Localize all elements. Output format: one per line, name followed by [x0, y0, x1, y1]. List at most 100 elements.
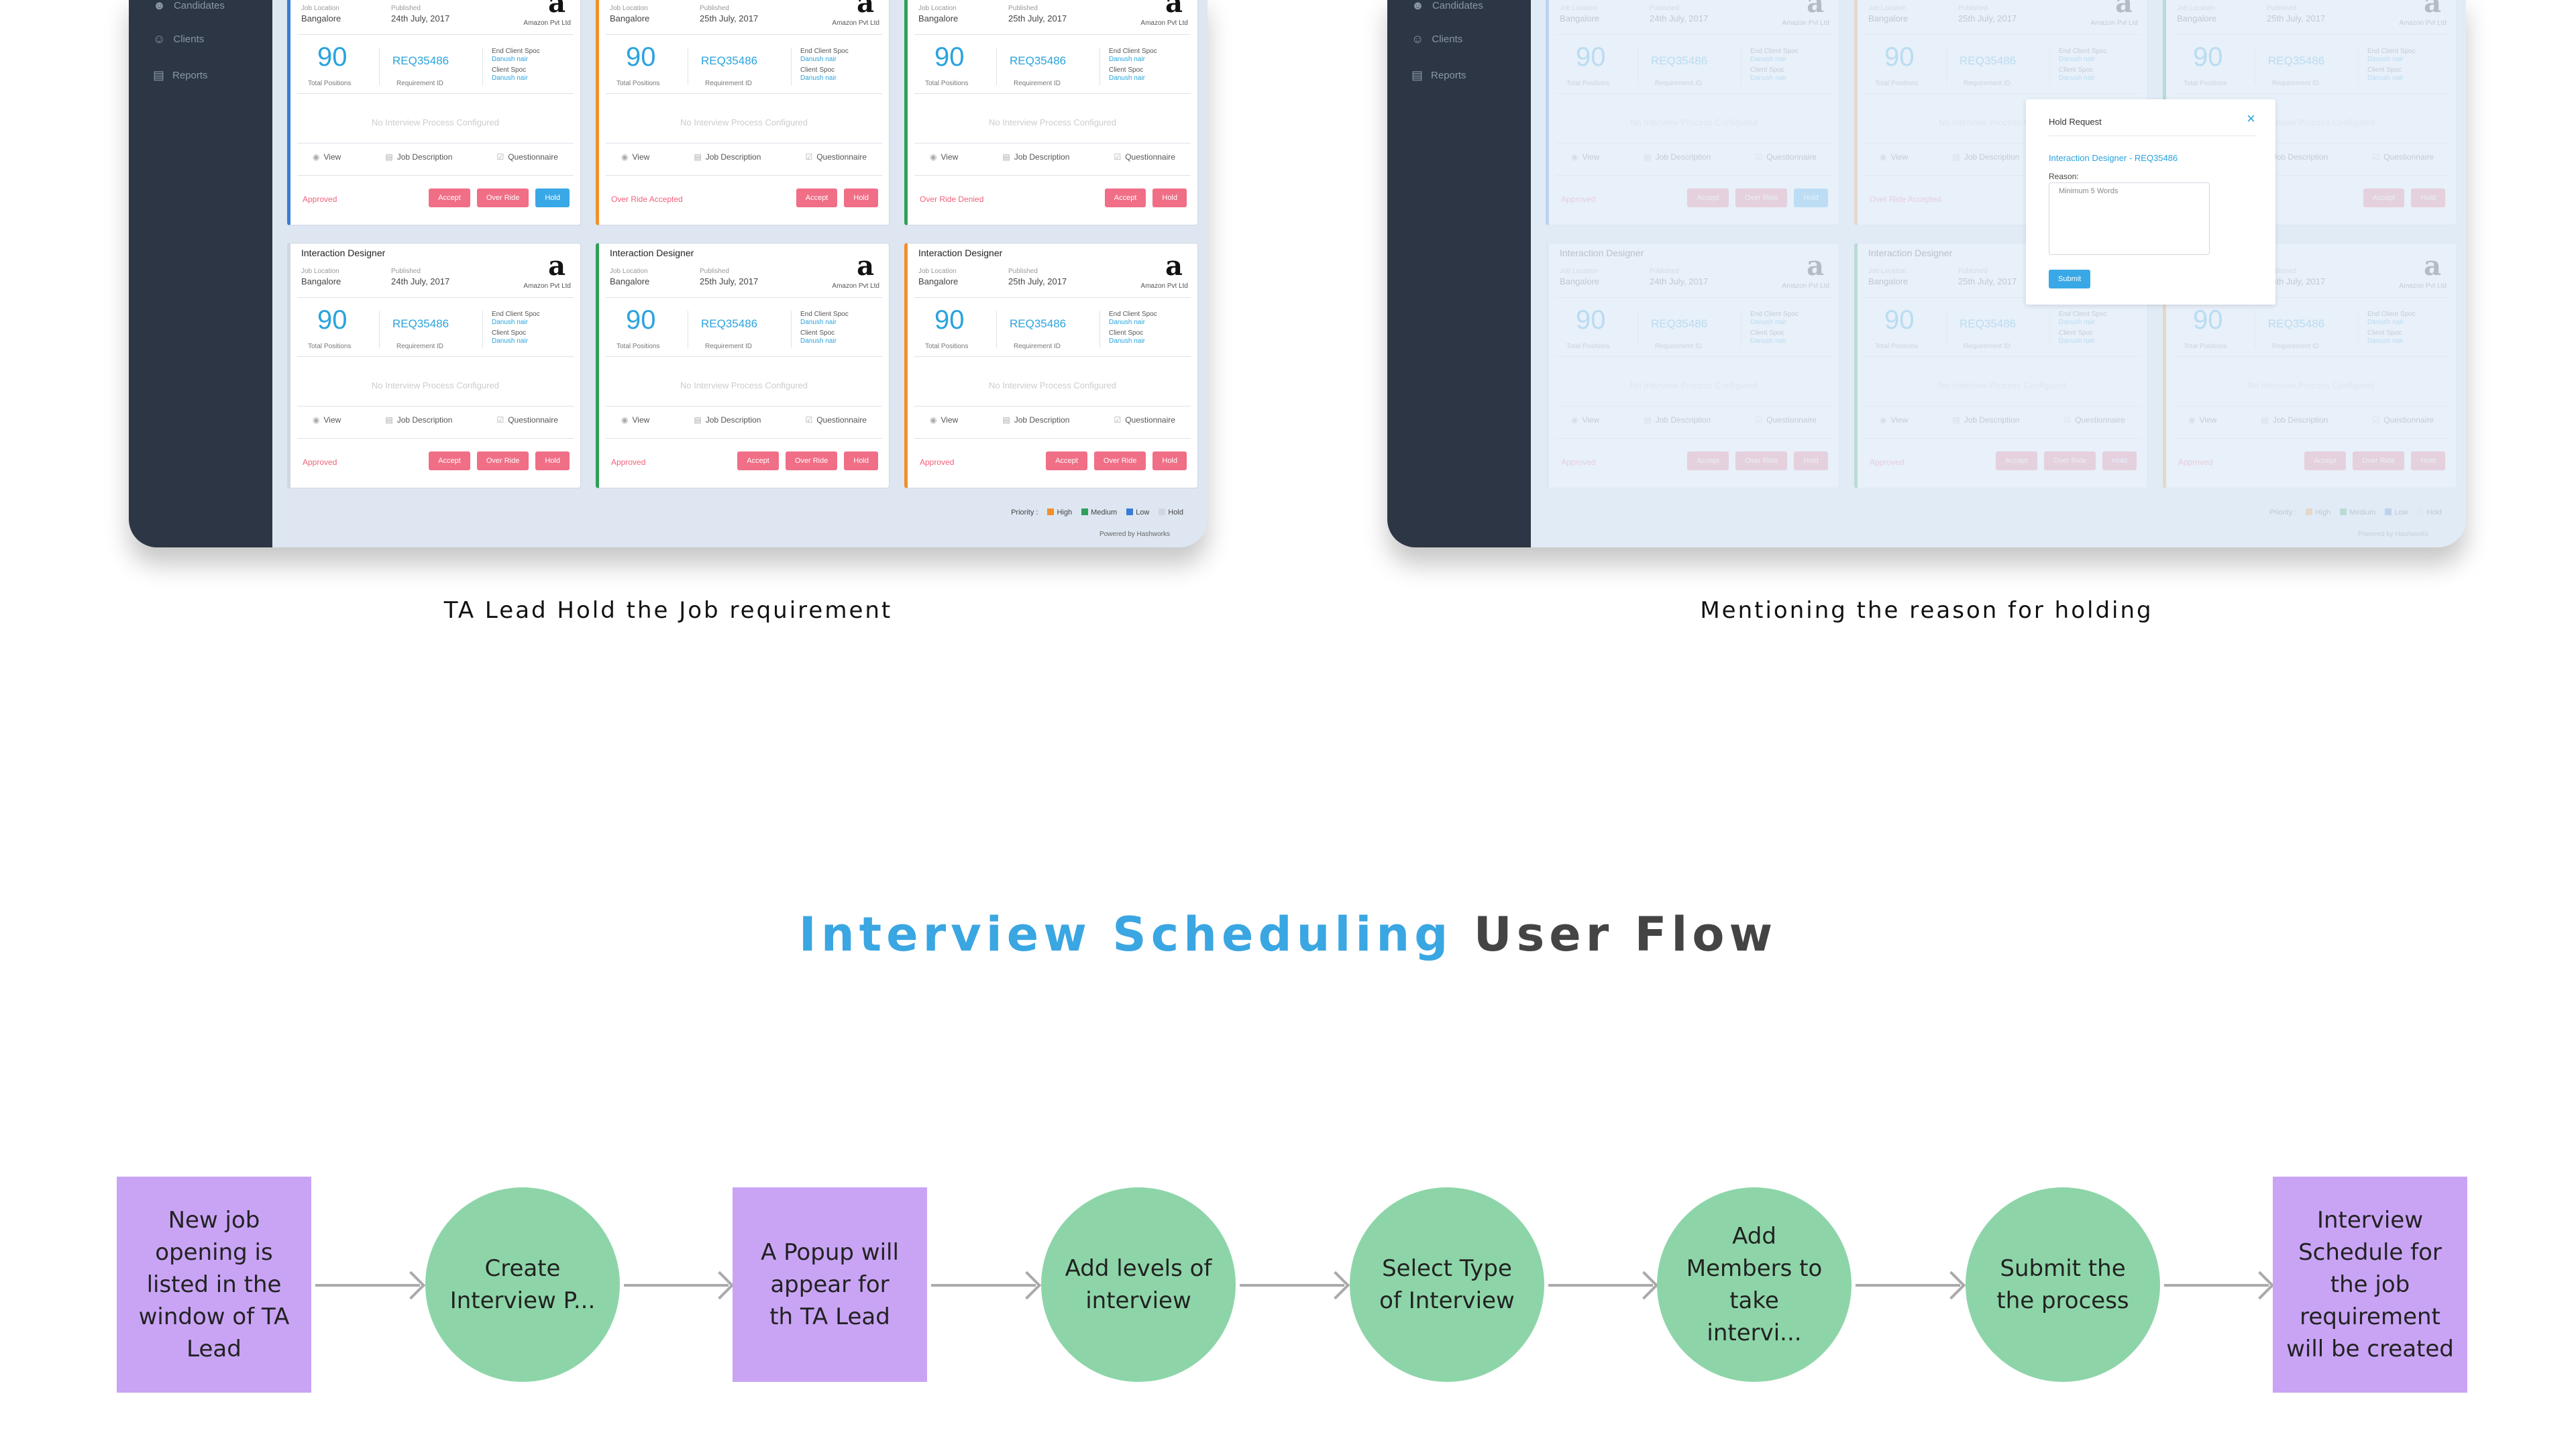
card-link-view[interactable]: ◉View [621, 152, 650, 162]
view-icon: ◉ [313, 415, 320, 425]
over-ride-button[interactable]: Over Ride [476, 451, 529, 470]
card-link-job-description[interactable]: ▤Job Description [1002, 415, 1070, 425]
total-positions: 90 [626, 305, 656, 335]
card-link-view[interactable]: ◉View [930, 152, 959, 162]
accept-button[interactable]: Accept [1104, 189, 1146, 207]
document-icon: ▤ [1002, 415, 1010, 425]
requirement-id[interactable]: REQ35486 [1010, 54, 1067, 67]
flow-step-8: Interview Schedule for the job requireme… [2273, 1177, 2467, 1393]
divider [379, 48, 380, 85]
card-link-view[interactable]: ◉View [313, 152, 341, 162]
flow-arrow [2164, 1284, 2269, 1287]
divider [606, 406, 882, 407]
reports-icon: ▤ [1411, 68, 1424, 82]
divider [791, 48, 792, 85]
amazon-logo: a [548, 0, 566, 19]
card-link-questionnaire[interactable]: ☑Questionnaire [496, 152, 558, 162]
card-actions: Accept Over Ride Hold [737, 451, 878, 470]
requirement-id[interactable]: REQ35486 [701, 317, 758, 330]
questionnaire-icon: ☑ [805, 152, 813, 162]
divider [1099, 48, 1100, 85]
card-link-view[interactable]: ◉View [930, 415, 959, 425]
requirement-id[interactable]: REQ35486 [1010, 317, 1067, 330]
document-icon: ▤ [385, 415, 393, 425]
mockup-hold-reason: ☻Candidates ☺Clients ▤Reports Interactio… [1387, 0, 2466, 547]
over-ride-button[interactable]: Over Ride [476, 189, 529, 207]
client-spoc-block: End Client Spoc Danush nair Client Spoc … [492, 48, 540, 82]
card-link-questionnaire[interactable]: ☑Questionnaire [1114, 152, 1175, 162]
no-interview-message: No Interview Process Configured [371, 380, 500, 390]
view-icon: ◉ [621, 152, 629, 162]
over-ride-button[interactable]: Over Ride [1093, 451, 1146, 470]
accept-button[interactable]: Accept [429, 451, 470, 470]
sidebar-item-reports[interactable]: ▤Reports [153, 68, 208, 82]
card-link-questionnaire[interactable]: ☑Questionnaire [805, 415, 867, 425]
sidebar-item-clients[interactable]: ☺Clients [1411, 32, 1463, 46]
submit-button[interactable]: Submit [2049, 270, 2091, 288]
divider [914, 34, 1191, 35]
card-link-job-description[interactable]: ▤Job Description [1002, 152, 1070, 162]
accept-button[interactable]: Accept [429, 189, 470, 207]
divider [914, 93, 1191, 94]
card-links: ◉View ▤Job Description ☑Questionnaire [290, 415, 580, 425]
hold-button[interactable]: Hold [1152, 189, 1187, 207]
priority-swatch [1159, 508, 1166, 515]
over-ride-button[interactable]: Over Ride [785, 451, 838, 470]
hold-button[interactable]: Hold [535, 189, 570, 207]
card-link-job-description[interactable]: ▤Job Description [694, 415, 761, 425]
card-link-view[interactable]: ◉View [313, 415, 341, 425]
card-actions: Accept Over Ride Hold [1046, 451, 1187, 470]
requirement-id[interactable]: REQ35486 [392, 317, 449, 330]
view-icon: ◉ [313, 152, 320, 162]
sidebar-item-candidates[interactable]: ☻Candidates [1411, 0, 1483, 12]
requirement-id-label: Requirement ID [396, 343, 444, 350]
status-text: Approved [920, 458, 955, 467]
total-positions: 90 [626, 42, 656, 72]
hold-button[interactable]: Hold [535, 451, 570, 470]
reason-textarea[interactable]: Minimum 5 Words [2049, 182, 2210, 255]
accept-button[interactable]: Accept [737, 451, 779, 470]
hold-button[interactable]: Hold [844, 451, 878, 470]
divider [914, 356, 1191, 357]
divider [1099, 311, 1100, 348]
hold-button[interactable]: Hold [844, 189, 878, 207]
accept-button[interactable]: Accept [1046, 451, 1087, 470]
requirement-id[interactable]: REQ35486 [392, 54, 449, 67]
card-link-job-description[interactable]: ▤Job Description [385, 152, 453, 162]
card-links: ◉View ▤Job Description ☑Questionnaire [599, 152, 889, 162]
divider [606, 297, 882, 298]
card-link-job-description[interactable]: ▤Job Description [694, 152, 761, 162]
requirement-id[interactable]: REQ35486 [701, 54, 758, 67]
card-link-questionnaire[interactable]: ☑Questionnaire [496, 415, 558, 425]
accept-button[interactable]: Accept [796, 189, 838, 207]
card-link-questionnaire[interactable]: ☑Questionnaire [805, 152, 867, 162]
total-positions-label: Total Positions [616, 343, 660, 350]
card-link-view[interactable]: ◉View [621, 415, 650, 425]
hold-button[interactable]: Hold [1152, 451, 1187, 470]
card-link-questionnaire[interactable]: ☑Questionnaire [1114, 415, 1175, 425]
flow-step-7: Submit the the process [1966, 1187, 2160, 1382]
document-icon: ▤ [1002, 152, 1010, 162]
close-icon[interactable]: × [2247, 110, 2255, 127]
total-positions: 90 [934, 42, 965, 72]
sidebar-item-candidates[interactable]: ☻Candidates [153, 0, 225, 12]
no-interview-message: No Interview Process Configured [988, 117, 1117, 127]
total-positions: 90 [317, 42, 347, 72]
card-link-job-description[interactable]: ▤Job Description [385, 415, 453, 425]
priority-label: Priority : [1011, 508, 1038, 517]
divider [791, 311, 792, 348]
flow-step-4: Add levels of interview [1041, 1187, 1236, 1382]
requirement-id-label: Requirement ID [1014, 80, 1061, 87]
sidebar-item-clients[interactable]: ☺Clients [153, 32, 205, 46]
divider [606, 438, 882, 439]
popup-job-link[interactable]: Interaction Designer - REQ35486 [2049, 153, 2178, 163]
sidebar-item-reports[interactable]: ▤Reports [1411, 68, 1466, 82]
card-actions: Accept Over Ride Hold [429, 189, 570, 207]
sidebar: ☻Candidates ☺Clients ▤Reports [1387, 0, 1531, 547]
modal-backdrop[interactable] [1531, 0, 2466, 547]
